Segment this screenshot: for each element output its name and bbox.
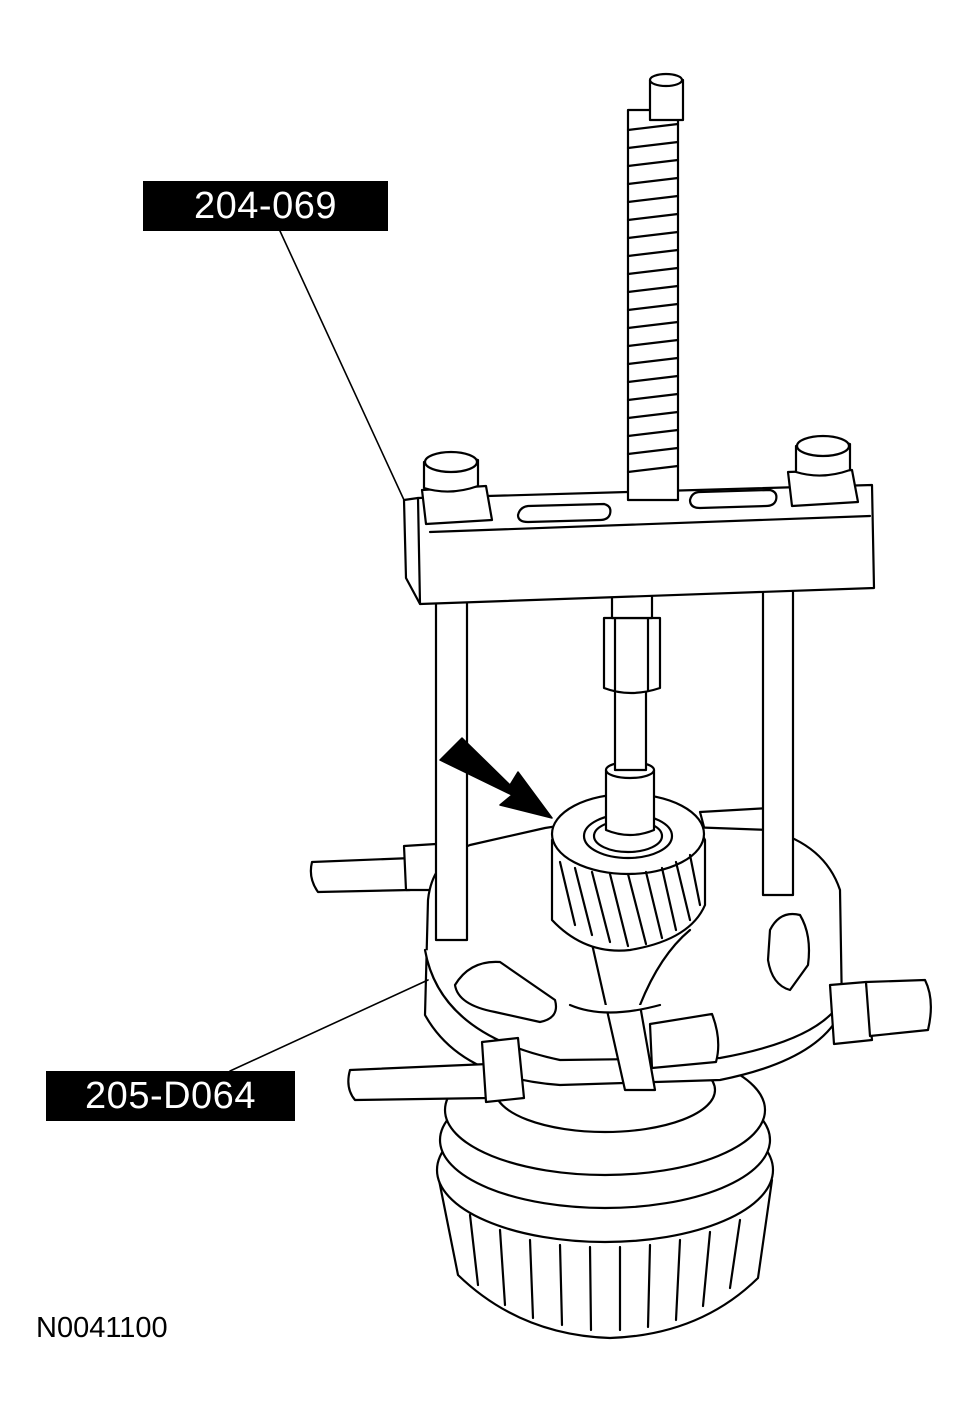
bearing-splitter-plate — [309, 806, 932, 1104]
forcing-screw — [602, 583, 662, 837]
tool-callout-204-069: 204-069 — [143, 181, 388, 231]
gear-tooth-lines — [558, 853, 702, 948]
leader-lines — [229, 230, 429, 1072]
figure-reference-id: N0041100 — [36, 1312, 168, 1344]
tool-callout-205-d064: 205-D064 — [46, 1071, 295, 1121]
screw-threads — [626, 122, 680, 474]
puller-crossbar — [402, 434, 876, 606]
arrow-icon — [439, 737, 553, 819]
bevel-gear-teeth — [468, 1213, 742, 1332]
threaded-screw — [626, 72, 685, 502]
puller-rods — [434, 582, 795, 942]
